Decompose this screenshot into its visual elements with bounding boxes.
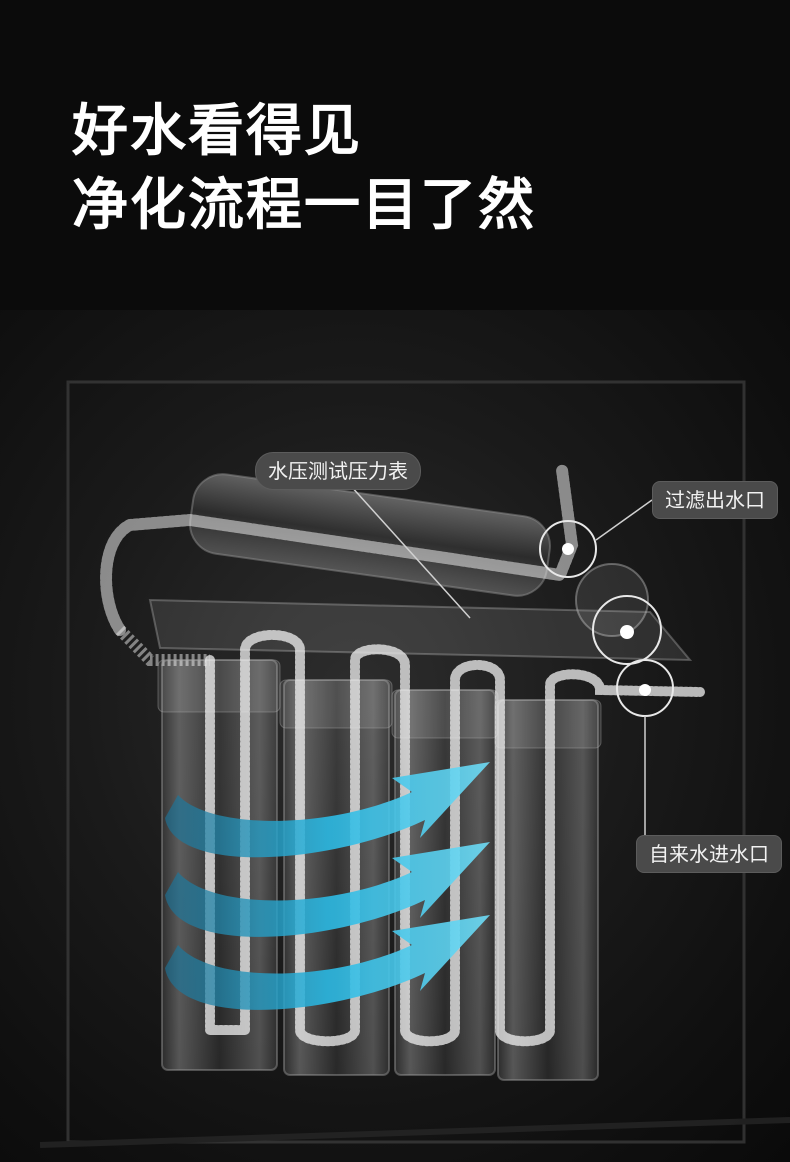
cabinet-frame [39,380,790,1148]
tap-inlet-label: 自来水进水口 [636,835,782,873]
filter-cartridges [157,659,602,1081]
internal-water-flow [205,630,705,1047]
callout-markers [539,520,674,717]
top-water-pipe [100,464,579,636]
filtered-outlet-label: 过滤出水口 [652,481,778,519]
water-flow-arrows [165,762,490,1010]
headline: 好水看得见 净化流程一目了然 [72,95,536,243]
mounting-plate [148,598,693,662]
headline-line-2: 净化流程一目了然 [72,173,536,238]
headline-line-1: 好水看得见 [72,99,362,164]
pressure-gauge-label: 水压测试压力表 [255,452,421,490]
